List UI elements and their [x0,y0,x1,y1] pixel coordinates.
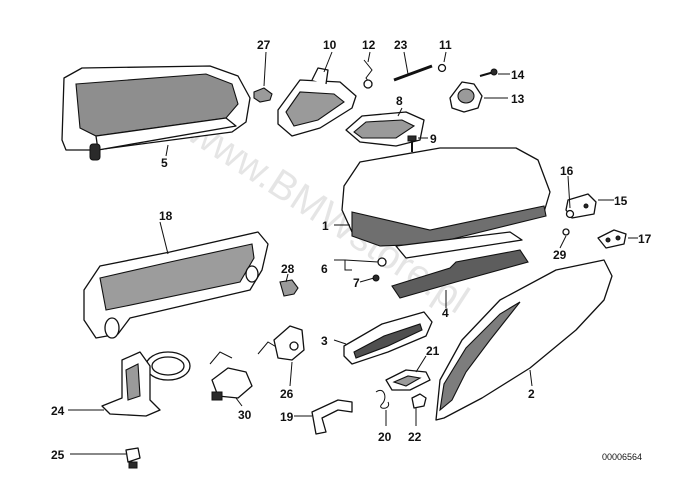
label-25: 25 [51,448,65,462]
part-1-lid [341,147,551,247]
label-23: 23 [394,38,408,52]
part-23-rod [393,64,433,82]
part-27 [253,87,273,103]
label-19: 19 [280,410,294,424]
label-11: 11 [439,38,452,52]
part-12-clip [363,79,373,89]
label-6: 6 [321,262,328,276]
label-2: 2 [528,387,535,401]
part-17-bracket [597,229,627,249]
part-29 [562,228,570,236]
label-30: 30 [238,408,252,422]
label-1: 1 [322,219,329,233]
label-20: 20 [378,430,392,444]
label-14: 14 [511,68,525,82]
part-13-lock [449,81,483,113]
part-16 [565,209,575,219]
label-21: 21 [426,344,440,358]
part-25-screw [125,447,141,469]
part-8-bracket [345,111,425,147]
label-5: 5 [161,156,168,170]
label-28: 28 [281,262,295,276]
label-26: 26 [280,387,294,401]
label-17: 17 [638,232,652,246]
part-20-spring [375,390,390,409]
part-10-handle [277,67,357,137]
label-15: 15 [614,194,628,208]
label-7: 7 [353,276,360,290]
part-11 [437,63,447,73]
label-9: 9 [430,132,437,146]
part-18-lower-tray [83,231,269,339]
part-24-holder [101,351,191,417]
label-27: 27 [257,38,271,52]
label-24: 24 [51,404,65,418]
label-12: 12 [362,38,376,52]
part-22 [411,393,427,409]
part-2-cover [435,259,613,421]
part-3-latch [343,311,433,365]
label-4: 4 [442,306,449,320]
label-10: 10 [323,38,337,52]
leader-lines [68,51,638,455]
label-29: 29 [553,248,567,262]
label-22: 22 [408,430,422,444]
drawing-code: 00006564 [602,452,642,462]
label-16: 16 [560,164,574,178]
part-19-hook [311,399,353,435]
part-26-lamp [257,325,305,361]
part-5-upper-tray [61,65,251,161]
label-18: 18 [159,209,173,223]
label-8: 8 [396,94,403,108]
part-14-screw [479,68,498,77]
part-number-labels: 1 2 3 4 5 6 7 8 9 10 11 12 13 14 15 16 1… [51,38,652,462]
part-21-catch [385,369,431,391]
part-9-screw [407,135,417,152]
part-28 [279,279,299,297]
part-30-switch [209,351,253,401]
part-4-strips [391,231,529,299]
label-13: 13 [511,92,525,106]
label-3: 3 [321,334,328,348]
